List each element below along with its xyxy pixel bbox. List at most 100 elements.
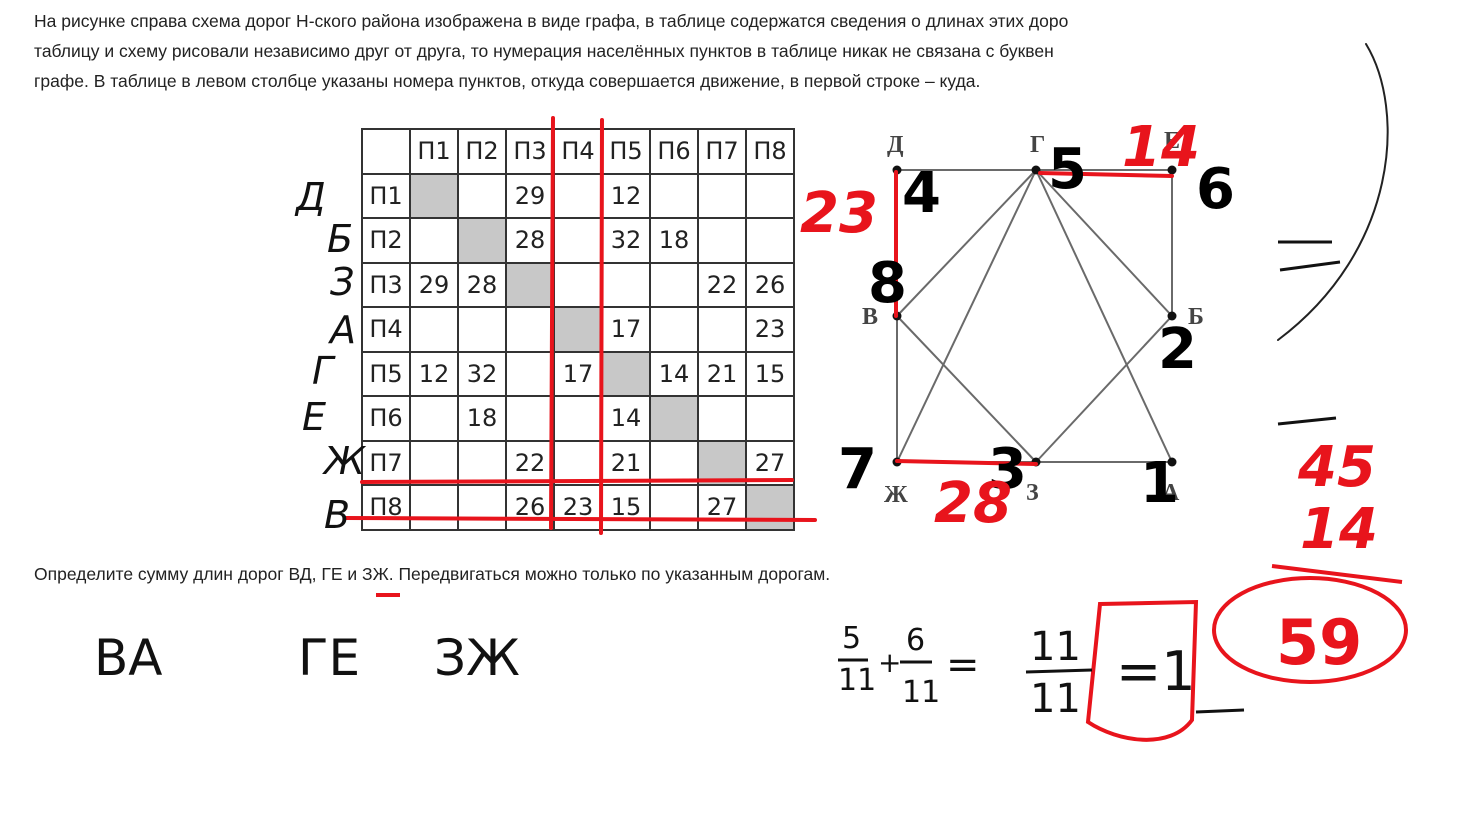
sum-line (1271, 564, 1403, 584)
result-box (1085, 599, 1199, 742)
table-cell-diagonal (505, 261, 555, 308)
table-cell (553, 439, 603, 486)
red-number-annotations: 14 23 28 45 14 (800, 115, 1378, 562)
table-cell: 12 (601, 172, 651, 219)
table-cell-diagonal (697, 439, 747, 486)
table-cell-diagonal (457, 217, 507, 264)
row-header: П5 (361, 350, 411, 397)
sum-denominator: 11 (1030, 676, 1081, 722)
table-cell (409, 306, 459, 353)
fraction-work: 5 11 + 6 11 = 11 11 =1 (838, 621, 1196, 722)
graph-edge (1035, 169, 1173, 463)
red-edge-zzh (895, 459, 1038, 466)
vertex-number: 1 (1140, 451, 1179, 516)
table-cell: 26 (745, 261, 795, 308)
red-number: 23 (800, 181, 878, 246)
table-cell: 14 (649, 350, 699, 397)
table-cell (697, 172, 747, 219)
table-cell (697, 395, 747, 442)
vertex-label: Г (1030, 132, 1045, 158)
table-cell-diagonal (553, 306, 603, 353)
red-sum-marks (376, 564, 1408, 742)
table-cell (553, 217, 603, 264)
table-cell (553, 261, 603, 308)
table-row: П5 12 32 17 14 21 15 (361, 350, 795, 397)
graph-edge (896, 169, 1037, 317)
intro-line-1: На рисунке справа схема дорог Н-ского ра… (34, 11, 1069, 31)
table-cell (553, 395, 603, 442)
table-row: П6 18 14 (361, 395, 795, 442)
table-cell (745, 217, 795, 264)
vertex-label: Б (1188, 304, 1204, 330)
vertex-number: 3 (988, 437, 1027, 502)
table-cell: 14 (601, 395, 651, 442)
row-header: П7 (361, 439, 411, 486)
graph-vertex (892, 457, 902, 467)
fraction-a-numerator: 5 (842, 621, 861, 656)
column-header: П1 (409, 128, 459, 175)
table-cell (697, 217, 747, 264)
table-cell (505, 306, 555, 353)
handwritten-pair: ГЕ (298, 629, 360, 687)
intro-line-2: таблицу и схему рисовали независимо друг… (34, 41, 1054, 61)
answer-circle (1212, 576, 1408, 684)
vertex-label: Д (887, 132, 904, 158)
table-cell: 29 (505, 172, 555, 219)
table-cell: 12 (409, 350, 459, 397)
table-cell: 21 (697, 350, 747, 397)
vertex-label: А (1162, 480, 1180, 506)
row-letter-annotations: Д Б З А Г Е Ж В (294, 175, 367, 537)
graph-edge (1035, 169, 1173, 317)
table-cell: 18 (649, 217, 699, 264)
result-value: =1 (1116, 640, 1196, 703)
red-number: 14 (1300, 497, 1378, 562)
table-cell: 26 (505, 484, 555, 531)
scribble-line (1195, 708, 1245, 714)
row-header: П3 (361, 261, 411, 308)
table-cell: 18 (457, 395, 507, 442)
table-cell: 27 (697, 484, 747, 531)
fraction-bars (838, 240, 1341, 714)
row-letter: З (330, 260, 354, 304)
vertex-number: 4 (902, 161, 941, 226)
handwritten-pair: ЗЖ (434, 629, 520, 687)
vertex-label: Е (1164, 128, 1180, 154)
graph-vertex (892, 165, 902, 175)
table-cell: 15 (601, 484, 651, 531)
row-header: П4 (361, 306, 411, 353)
table-cell: 22 (697, 261, 747, 308)
row-letter: Е (302, 395, 326, 439)
vertex-number: 7 (838, 437, 877, 502)
vertex-number: 2 (1158, 317, 1197, 382)
equals-sign: = (946, 642, 980, 688)
table-row: П8 26 23 15 27 (361, 484, 795, 531)
graph-vertex-labels: Д Г Е В Б Ж З А (862, 128, 1204, 508)
table-cell: 27 (745, 439, 795, 486)
table-row: П2 28 32 18 (361, 217, 795, 264)
handwritten-pair: ВА (94, 629, 163, 687)
table-cell (553, 172, 603, 219)
table-cell (745, 172, 795, 219)
table-cell: 15 (745, 350, 795, 397)
table-cell: 17 (601, 306, 651, 353)
graph-vertex (892, 311, 902, 321)
row-header: П1 (361, 172, 411, 219)
vertex-label: В (862, 304, 878, 330)
vertex-number: 5 (1048, 137, 1087, 202)
row-header: П8 (361, 484, 411, 531)
table-cell: 21 (601, 439, 651, 486)
fraction-b-numerator: 6 (906, 623, 925, 658)
row-letter: Г (312, 349, 336, 393)
table-cell-diagonal (745, 484, 795, 531)
fraction-b-denominator: 11 (902, 675, 940, 710)
row-header: П6 (361, 395, 411, 442)
table-row: П1 29 12 (361, 172, 795, 219)
table-cell-diagonal (601, 350, 651, 397)
graph-edge (896, 315, 1037, 463)
table-cell: 22 (505, 439, 555, 486)
question-text: Определите сумму длин дорог ВД, ГЕ и ЗЖ.… (34, 564, 831, 584)
table-cell (601, 261, 651, 308)
table-cell (409, 395, 459, 442)
red-number: 14 (1122, 115, 1200, 180)
table-cell (649, 306, 699, 353)
